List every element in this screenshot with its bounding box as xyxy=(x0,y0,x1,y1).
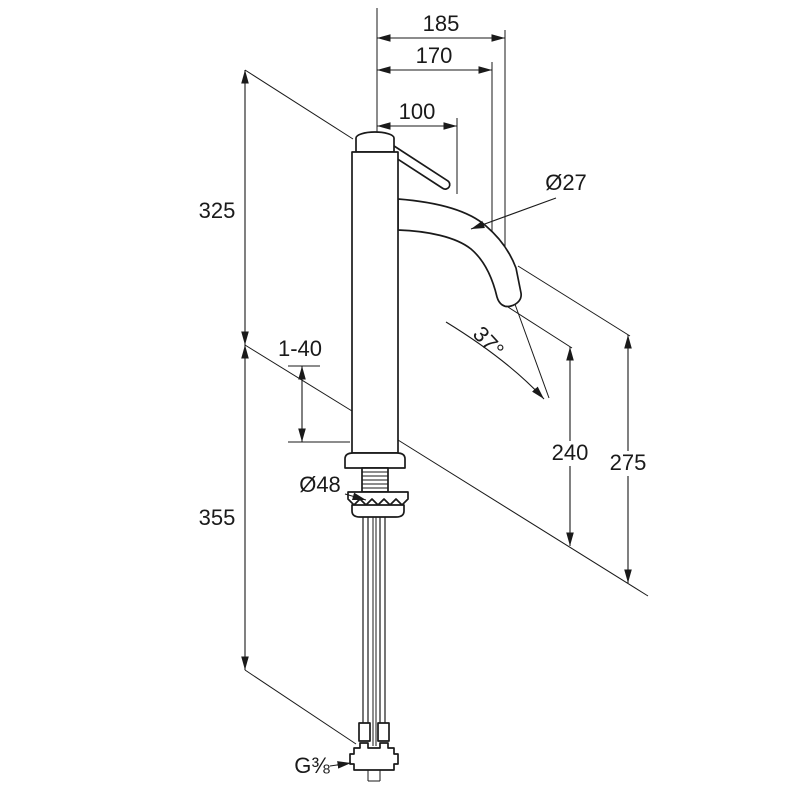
hose-fitting-right xyxy=(377,722,390,742)
proj-spout-tip xyxy=(517,265,631,337)
connection-nut xyxy=(349,742,399,771)
dim-dia48-label: Ø48 xyxy=(299,472,341,497)
leader-thread xyxy=(329,761,352,769)
serrated-washer xyxy=(347,491,409,506)
dim-deck-label: 1-40 xyxy=(278,336,322,361)
extension-lines xyxy=(244,8,649,745)
proj-top xyxy=(244,69,354,140)
dimension-lines xyxy=(241,34,632,769)
proj-bottom xyxy=(244,669,357,745)
mask-275 xyxy=(604,451,652,476)
dim-240-label: 240 xyxy=(552,440,589,465)
mask-240 xyxy=(546,441,594,466)
nut-tail xyxy=(367,770,381,782)
angle-arc xyxy=(445,321,545,400)
dim-355-label: 355 xyxy=(199,505,236,530)
dim-angle-label: 37° xyxy=(468,321,509,362)
faucet-body xyxy=(351,151,399,454)
dim-325-label: 325 xyxy=(199,198,236,223)
proj-plane-right xyxy=(397,439,649,597)
dim-thread-label: G⅜ xyxy=(294,753,330,778)
hose-fitting-left xyxy=(358,722,371,742)
shank-threads xyxy=(362,471,388,489)
supply-hoses xyxy=(362,517,386,746)
mounting-nut xyxy=(351,504,405,518)
base-flange xyxy=(344,452,406,469)
dim-dia27-label: Ø27 xyxy=(545,170,587,195)
dim-170-label: 170 xyxy=(416,43,453,68)
top-cap xyxy=(355,131,395,153)
dim-100-label: 100 xyxy=(399,99,436,124)
faucet xyxy=(344,131,522,782)
dim-185-label: 185 xyxy=(423,11,460,36)
angle-reference-line xyxy=(511,295,550,399)
proj-outlet xyxy=(507,306,573,349)
dimension-labels: 185 170 100 Ø27 325 1-40 37° 240 275 Ø48… xyxy=(199,11,647,778)
dim-275-label: 275 xyxy=(610,450,647,475)
leader-dia27 xyxy=(470,197,557,230)
spout xyxy=(397,198,522,308)
leader-dia48 xyxy=(344,492,367,501)
